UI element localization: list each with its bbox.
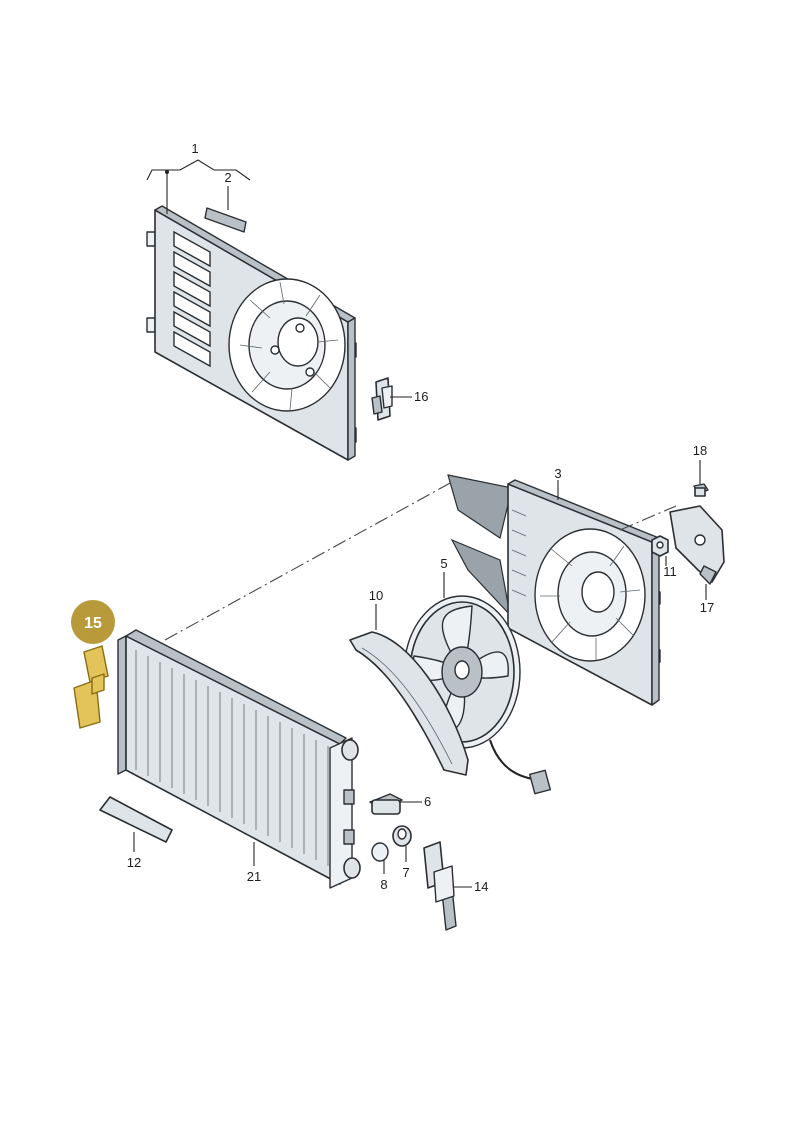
part-label-10[interactable]: 10: [369, 588, 383, 603]
radiator-bracket[interactable]: [423, 841, 457, 931]
highlighted-bracket[interactable]: [73, 645, 109, 729]
part-number-labels: 1 2 16 3 18 11 17 5 10 6 7 8 14 12 21: [127, 141, 714, 894]
part-label-7[interactable]: 7: [402, 865, 409, 880]
part-label-16[interactable]: 16: [414, 389, 428, 404]
highlighted-part-number: 15: [84, 615, 102, 632]
part-label-11[interactable]: 11: [663, 564, 677, 579]
nut[interactable]: [651, 535, 669, 557]
part-label-3[interactable]: 3: [554, 466, 561, 481]
part-label-14[interactable]: 14: [474, 879, 488, 894]
part-label-12[interactable]: 12: [127, 855, 141, 870]
part-label-5[interactable]: 5: [440, 556, 447, 571]
radiator-fins: [135, 650, 329, 866]
part-label-2[interactable]: 2: [224, 170, 231, 185]
radiator[interactable]: [117, 629, 361, 889]
temperature-sensor[interactable]: [369, 793, 403, 815]
assembly-axis-line: [164, 481, 453, 641]
part-label-6[interactable]: 6: [424, 794, 431, 809]
part-label-18[interactable]: 18: [693, 443, 707, 458]
bolt[interactable]: [693, 483, 709, 497]
part-label-8[interactable]: 8: [380, 877, 387, 892]
part-label-17[interactable]: 17: [700, 600, 714, 615]
leader-lines: [133, 159, 707, 888]
air-deflector[interactable]: [99, 796, 173, 843]
seal-ring[interactable]: [371, 842, 389, 862]
part-label-1[interactable]: 1: [191, 141, 198, 156]
fan-ring[interactable]: [349, 631, 469, 776]
upper-bracket[interactable]: [371, 377, 393, 421]
label-strip[interactable]: [204, 207, 247, 233]
part-label-21[interactable]: 21: [247, 869, 261, 884]
drain-plug[interactable]: [392, 825, 412, 847]
fan-housing[interactable]: [447, 474, 661, 706]
cover-plate[interactable]: [669, 505, 725, 585]
louver-slots: [173, 230, 211, 368]
highlighted-part-badge[interactable]: 15: [71, 600, 115, 644]
fan-shroud-assembly[interactable]: [146, 205, 357, 461]
